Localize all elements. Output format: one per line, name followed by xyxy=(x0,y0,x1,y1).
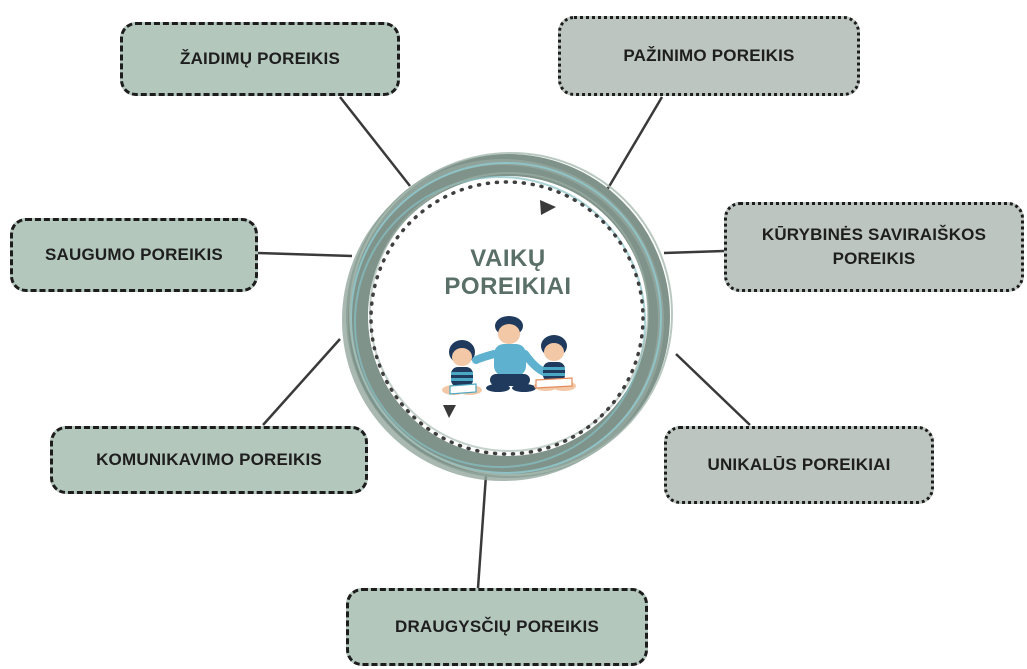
center-title: VAIKŲ POREIKIAI xyxy=(418,245,598,302)
connector-unikalus xyxy=(675,353,751,426)
connector-kurybines xyxy=(663,249,725,255)
child-right xyxy=(534,335,576,391)
children-illustration xyxy=(442,316,576,395)
center-title-line2: POREIKIAI xyxy=(444,273,572,301)
adult-middle xyxy=(472,316,548,392)
connector-draugysciu xyxy=(476,460,489,589)
dotted-path xyxy=(369,180,645,456)
node-label: DRAUGYSČIŲ POREIKIS xyxy=(394,617,600,637)
node-kurybines-saviraiskos-poreikis: KŪRYBINĖS SAVIRAIŠKOS POREIKIS xyxy=(724,202,1024,292)
node-pazinimo-poreikis: PAŽINIMO POREIKIS xyxy=(558,16,860,96)
node-label: ŽAIDIMŲ POREIKIS xyxy=(180,49,340,69)
node-komunikavimo-poreikis: KOMUNIKAVIMO POREIKIS xyxy=(50,426,368,494)
node-label: SAUGUMO POREIKIS xyxy=(45,245,223,265)
node-zaidimu-poreikis: ŽAIDIMŲ POREIKIS xyxy=(120,22,400,96)
connector-komunikavimo xyxy=(262,338,341,426)
node-label: KOMUNIKAVIMO POREIKIS xyxy=(96,450,322,470)
node-label: PAŽINIMO POREIKIS xyxy=(623,46,795,66)
child-left xyxy=(442,340,482,395)
node-label: KŪRYBINĖS SAVIRAIŠKOS POREIKIS xyxy=(761,225,987,268)
connector-saugumo xyxy=(257,251,353,258)
arrow-head-bottom xyxy=(443,405,456,418)
arrow-head-top xyxy=(540,200,556,215)
node-draugysciu-poreikis: DRAUGYSČIŲ POREIKIS xyxy=(346,588,648,666)
connector-pazinimo xyxy=(605,96,664,191)
node-label: UNIKALŪS POREIKIAI xyxy=(707,455,891,475)
connector-lines xyxy=(257,96,751,589)
node-saugumo-poreikis: SAUGUMO POREIKIS xyxy=(10,218,258,292)
center-title-line1: VAIKŲ xyxy=(470,245,546,272)
connector-zaidimu xyxy=(339,96,411,187)
node-unikalus-poreikiai: UNIKALŪS POREIKIAI xyxy=(664,426,934,504)
